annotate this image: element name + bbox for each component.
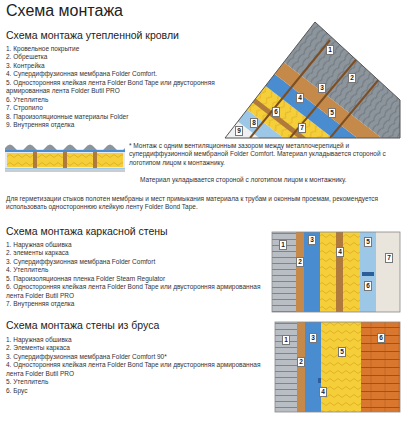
list-item: 5. Пароизоляционная пленка Folder Steam …: [6, 275, 268, 283]
callout-number: 5: [328, 108, 336, 117]
list-item: 1. Кровельное покрытие: [6, 45, 224, 53]
callout-number: 5: [364, 237, 372, 246]
callout-number: 3: [309, 333, 317, 342]
list-item: 2. Элементы каркаса: [6, 344, 268, 352]
list-item: 9. Внутренняя отделка: [6, 121, 224, 129]
timber-wall-outline: [275, 322, 400, 412]
frame-wall-illustration: [272, 232, 400, 312]
callout-number: 1: [279, 240, 287, 249]
list-item: 3. Супердиффузионная мембрана Folder Com…: [6, 258, 268, 266]
note: Материал укладывается стороной с логотип…: [140, 176, 398, 184]
callout-number: 6: [377, 333, 385, 342]
list-item: 4. Односторонняя клейкая лента Folder Bo…: [6, 361, 268, 378]
note: * Монтаж с одним вентиляционным зазором …: [129, 142, 399, 167]
callout-number: 2: [348, 73, 356, 82]
callout-number: 4: [296, 93, 304, 102]
callout-number: 4: [319, 387, 327, 396]
list-item: 3. Супердиффузионная мембрана Folder Com…: [6, 353, 268, 361]
list-item: 4. Утеплитель: [6, 266, 268, 274]
list-item: 1. Наружная обшивка: [6, 336, 268, 344]
section-heading: Схема монтажа каркасной стены: [6, 225, 306, 239]
paragraph: Для герметизации стыков полотен мембраны…: [6, 195, 399, 212]
callout-number: 2: [297, 357, 305, 366]
list-item: 5. Односторонняя клейкая лента Folder Bo…: [6, 79, 224, 96]
roof-illustration: [0, 0, 405, 334]
callout-number: 7: [298, 123, 306, 132]
list-item: 8. Пароизоляционные материалы Folder: [6, 113, 224, 121]
list-item: 3. Контрейка: [6, 62, 224, 70]
frame-wall-outline: [272, 232, 400, 312]
callout-number: 5: [338, 347, 346, 356]
list-item: 5. Утеплитель: [6, 378, 268, 386]
list-item: 6. Односторонняя клейкая лента Folder Bo…: [6, 283, 268, 300]
callout-number: 9: [235, 126, 243, 135]
callout-number: 4: [336, 247, 344, 256]
list-item: 6. Брус: [6, 387, 268, 395]
list-item: 6. Утеплитель: [6, 96, 224, 104]
layer-strip: [5, 145, 125, 173]
timber-wall-illustration: [275, 322, 400, 412]
callout-number: 2: [296, 257, 304, 266]
callout-number: 8: [250, 118, 258, 127]
page-title: Схема монтажа: [6, 1, 123, 22]
list-item: 7. Внутренняя отделка: [6, 300, 268, 308]
list-item: 4. Супердиффузионная мембрана Folder Com…: [6, 70, 224, 78]
section-heading: Схема монтажа стены из бруса: [6, 319, 306, 333]
list-item: 2. Обрешетка: [6, 53, 224, 61]
callout-number: 1: [282, 335, 290, 344]
section-heading: Схема монтажа утепленной кровли: [6, 29, 306, 43]
roof-outline: [225, 22, 400, 138]
callout-number: 1: [326, 45, 334, 54]
callout-number: 3: [318, 83, 326, 92]
list-item: 1. Наружная обшивка: [6, 241, 268, 249]
callout-number: 6: [272, 107, 280, 116]
callout-number: 6: [364, 281, 372, 290]
callout-number: 7: [385, 253, 393, 262]
list-item: 7. Стропило: [6, 104, 224, 112]
callout-number: 3: [308, 235, 316, 244]
list-item: 2. элементы каркаса: [6, 249, 268, 257]
